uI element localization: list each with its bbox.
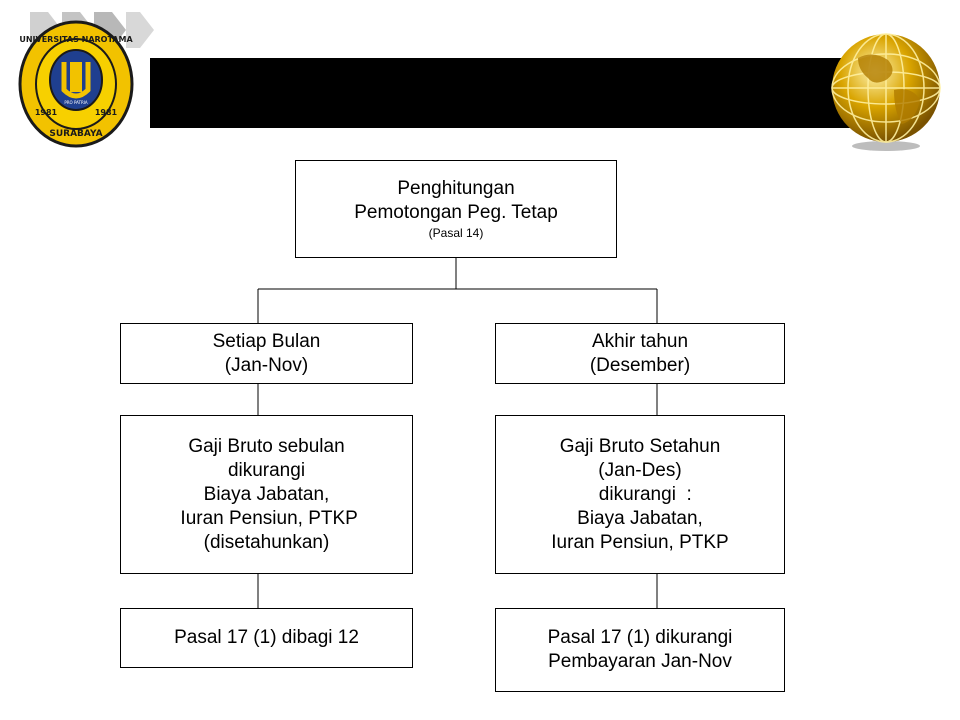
right-result-line2: Pembayaran Jan-Nov	[548, 651, 732, 672]
right-calc-box: Gaji Bruto Setahun (Jan-Des) dikurangi :…	[495, 415, 785, 574]
left-period-line1: Setiap Bulan	[212, 330, 321, 352]
right-calc-line: Biaya Jabatan,	[577, 507, 703, 529]
left-calc-line: (disetahunkan)	[203, 531, 330, 553]
right-period-box: Akhir tahun (Desember)	[495, 323, 785, 384]
right-period-line1: Akhir tahun	[591, 330, 689, 352]
left-calc-line: Gaji Bruto sebulan	[188, 435, 345, 457]
svg-text:UNIVERSITAS NAROTAMA: UNIVERSITAS NAROTAMA	[19, 35, 133, 44]
right-calc-line: (Jan-Des)	[598, 459, 682, 481]
right-period-line2: (Desember)	[589, 354, 691, 376]
svg-text:PRO PATRIA: PRO PATRIA	[64, 100, 88, 105]
left-calc-line: Biaya Jabatan,	[203, 483, 330, 505]
left-calc-line: Iuran Pensiun, PTKP	[175, 507, 358, 529]
globe-icon	[831, 33, 941, 151]
header-bar	[150, 58, 860, 128]
svg-text:SURABAYA: SURABAYA	[49, 129, 102, 139]
svg-text:1981: 1981	[95, 108, 118, 117]
left-period-box: Setiap Bulan (Jan-Nov)	[120, 323, 413, 384]
right-calc-line: Iuran Pensiun, PTKP	[551, 531, 729, 553]
svg-text:1981: 1981	[35, 108, 58, 117]
right-result-line1: Pasal 17 (1) dikurangi	[547, 627, 733, 648]
left-result-box: Pasal 17 (1) dibagi 12	[120, 608, 413, 668]
left-result-line1: Pasal 17 (1) dibagi 12	[174, 627, 359, 648]
root-box: Penghitungan Pemotongan Peg. Tetap (Pasa…	[295, 160, 617, 258]
root-line2: Pemotongan Peg. Tetap	[354, 202, 558, 223]
left-calc-box: Gaji Bruto sebulan dikurangi Biaya Jabat…	[120, 415, 413, 574]
right-calc-line: dikurangi :	[588, 483, 692, 505]
root-line1: Penghitungan	[397, 178, 515, 199]
left-period-line2: (Jan-Nov)	[224, 354, 309, 376]
right-result-box: Pasal 17 (1) dikurangi Pembayaran Jan-No…	[495, 608, 785, 692]
root-note: (Pasal 14)	[428, 226, 484, 240]
right-calc-line: Gaji Bruto Setahun	[559, 435, 721, 457]
left-calc-line: dikurangi	[227, 459, 306, 481]
university-logo: UNIVERSITAS NAROTAMA SURABAYA 1981 1981 …	[18, 20, 134, 148]
